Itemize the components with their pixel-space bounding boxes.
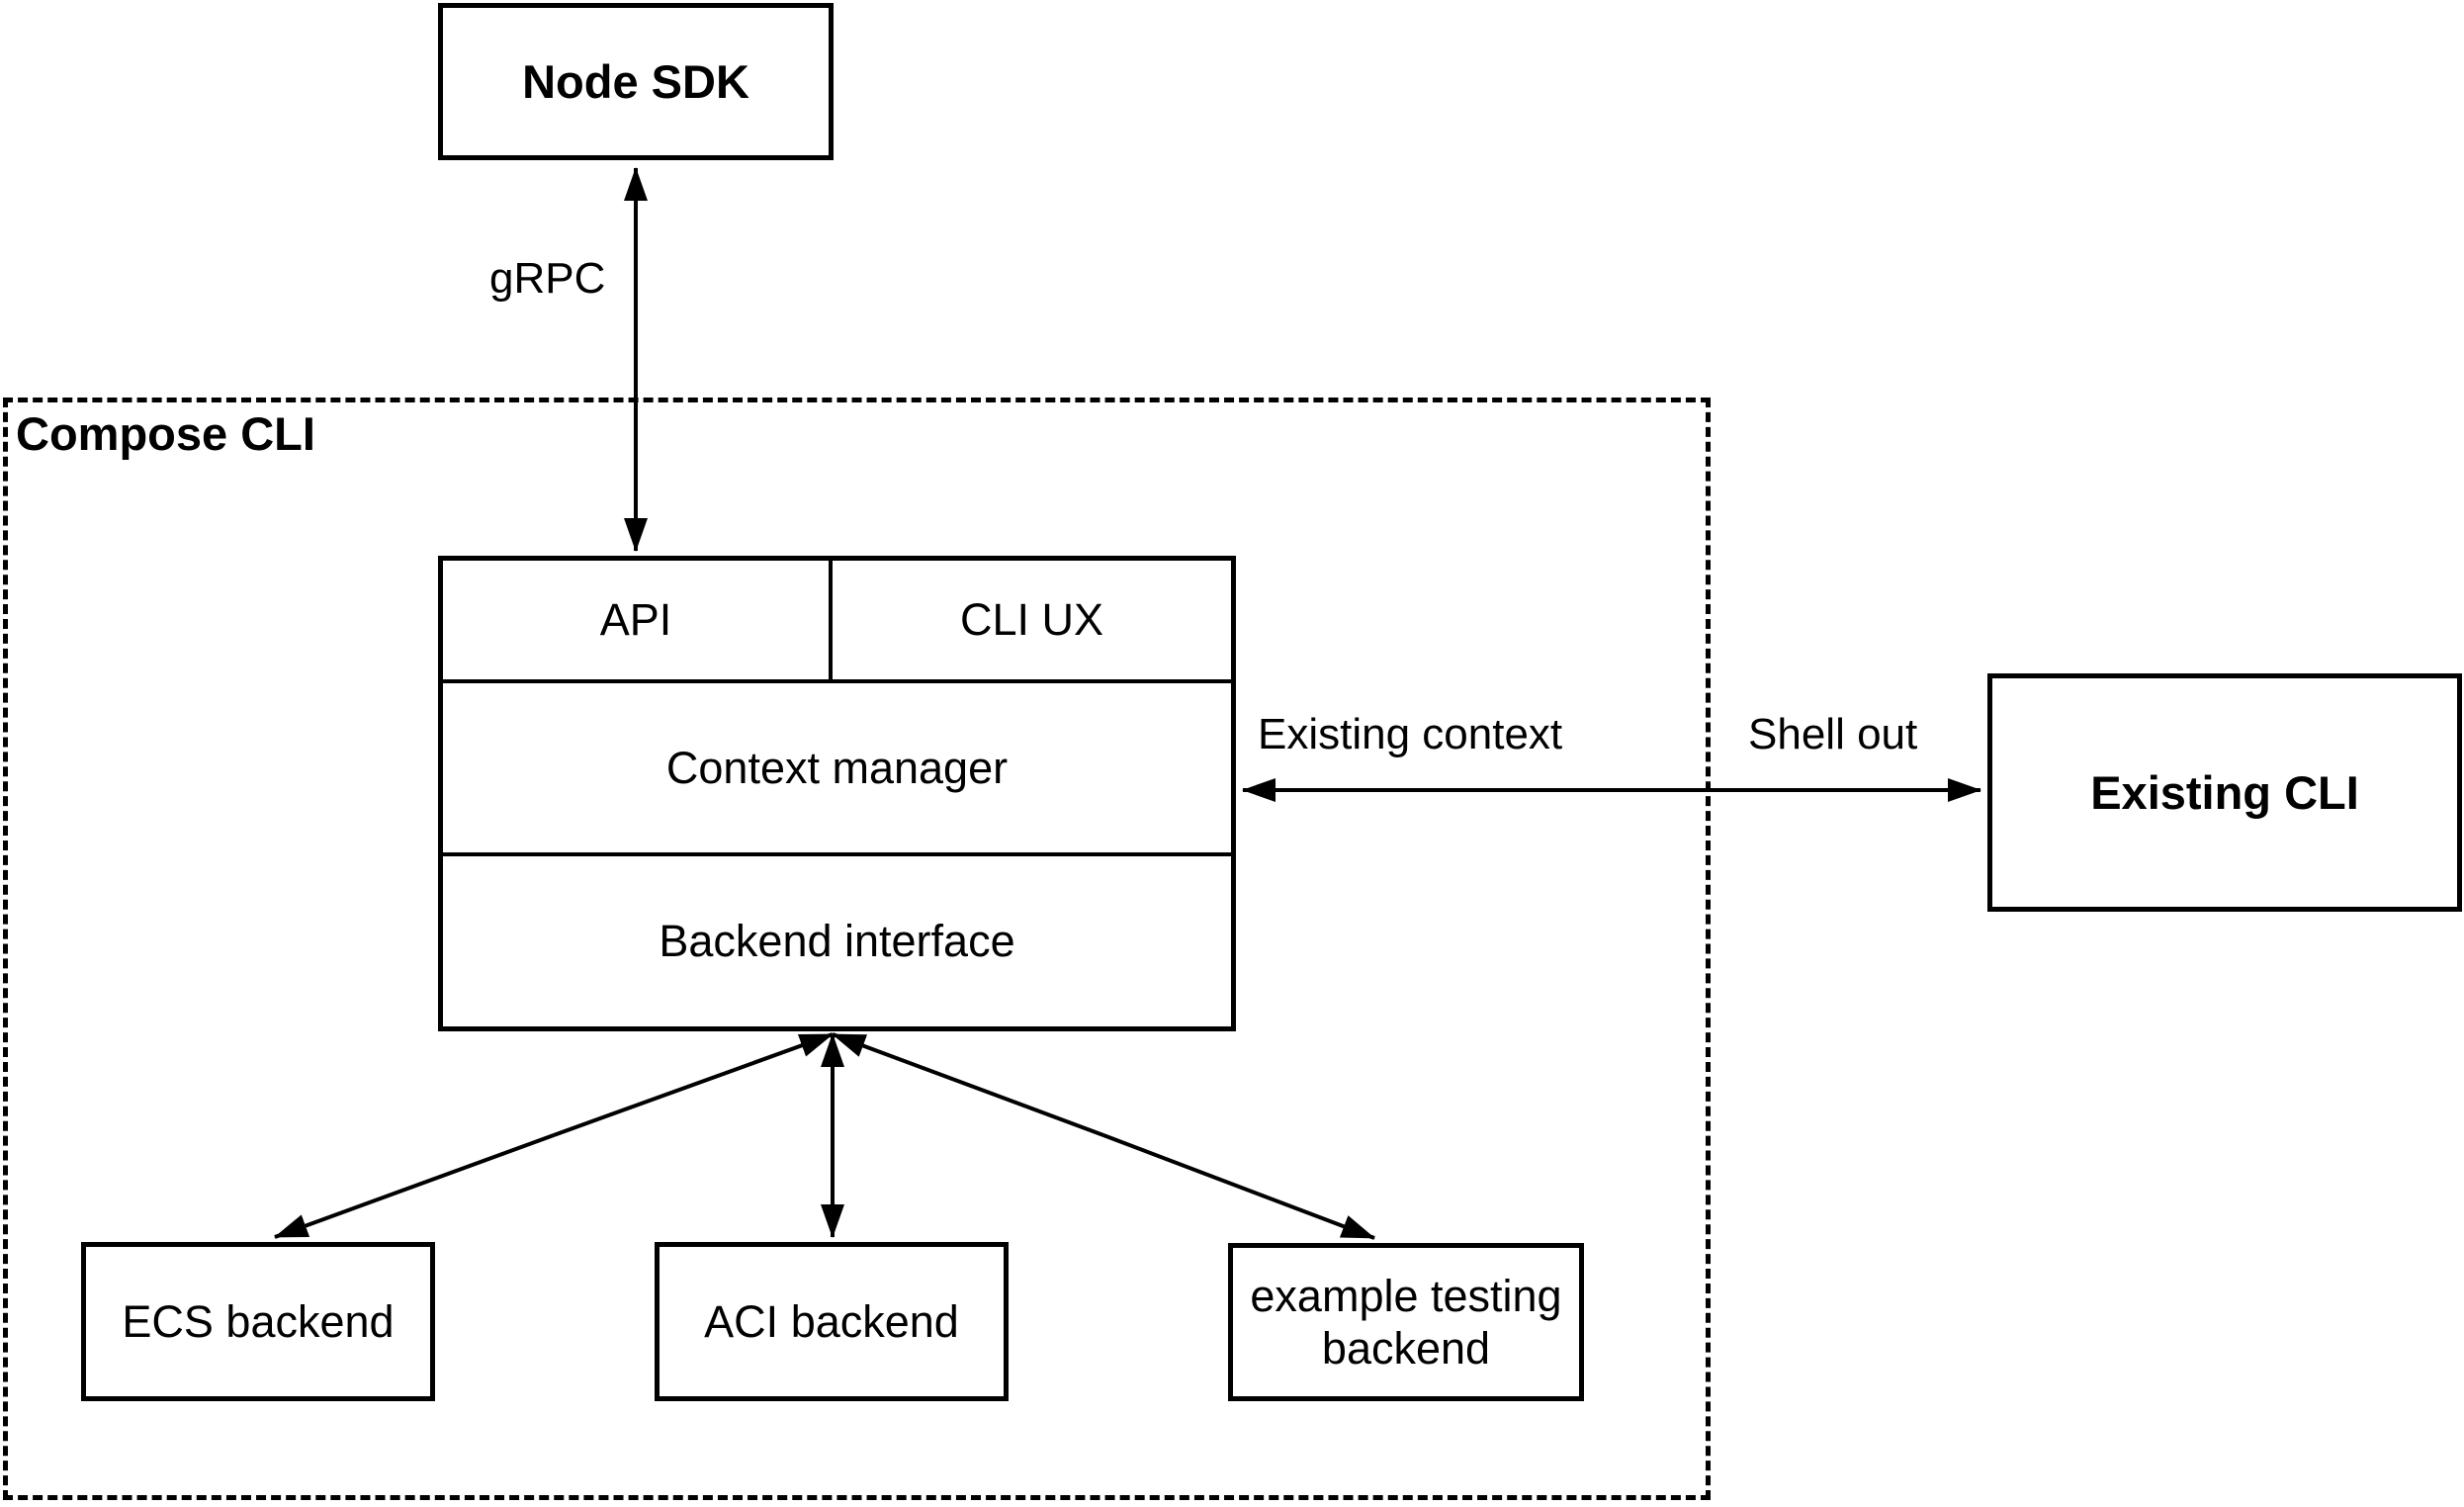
aci-backend-box: ACI backend <box>655 1242 1009 1401</box>
stack-top-row: API CLI UX <box>443 561 1231 683</box>
example-testing-backend-box: example testing backend <box>1228 1243 1584 1401</box>
shell-out-edge-label: Shell out <box>1748 710 1918 758</box>
grpc-edge-label: gRPC <box>489 254 606 303</box>
node-sdk-box: Node SDK <box>438 3 834 160</box>
api-cell: API <box>443 561 833 679</box>
context-manager-cell: Context manager <box>443 683 1231 857</box>
compose-cli-group-box: Compose CLI <box>3 398 1711 1500</box>
backend-interface-cell: Backend interface <box>659 916 1015 967</box>
compose-stack-box: API CLI UX Context manager Backend inter… <box>438 556 1236 1031</box>
ecs-backend-box: ECS backend <box>81 1242 435 1401</box>
existing-cli-box: Existing CLI <box>1987 673 2462 912</box>
existing-context-edge-label: Existing context <box>1258 710 1563 758</box>
compose-cli-group-label: Compose CLI <box>16 407 315 460</box>
cli-ux-cell: CLI UX <box>959 593 1104 645</box>
